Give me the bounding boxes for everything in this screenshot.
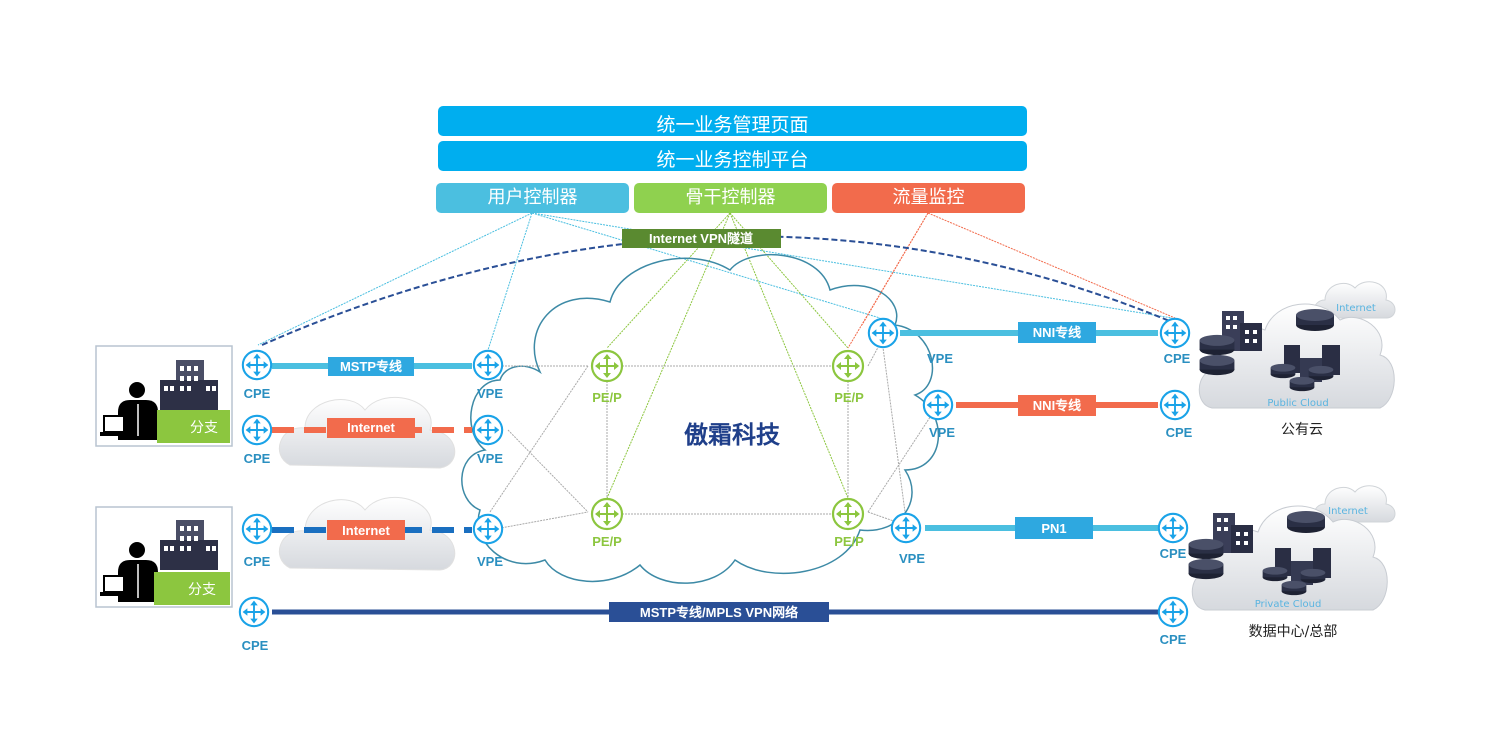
vpe-label: VPE (477, 554, 503, 569)
mstp-link-label: MSTP专线 (340, 359, 402, 374)
cpe-label: CPE (1160, 632, 1187, 647)
backbone-controller-links (606, 212, 849, 499)
internet-link-2[interactable]: Internet (272, 520, 472, 540)
cpe-router-icon[interactable] (241, 349, 273, 381)
internet-link-1-label: Internet (347, 420, 395, 435)
pe-router-icon[interactable] (831, 349, 865, 383)
disk-icon (1270, 363, 1296, 379)
vpe-label: VPE (899, 551, 925, 566)
internet-vpn-tunnel-label: Internet VPN隧道 (649, 231, 753, 246)
vpe-label: VPE (927, 351, 953, 366)
cpe-label: CPE (244, 451, 271, 466)
router-puck-icon (1188, 558, 1224, 580)
cpe-router-icon[interactable] (1157, 512, 1189, 544)
nni-link-2[interactable]: NNI专线 (956, 395, 1158, 416)
internet-link-2-label: Internet (342, 523, 390, 538)
user-controller-box[interactable]: 用户控制器 (436, 183, 629, 213)
office-building-icon (160, 520, 218, 570)
control-platform-bar[interactable]: 统一业务控制平台 (438, 141, 1027, 171)
vpe-router-icon[interactable] (890, 512, 922, 544)
pe-label: PE/P (834, 390, 864, 405)
vpe-router-icon[interactable] (472, 513, 504, 545)
router-puck-icon (1199, 354, 1235, 376)
cpe-router-icon[interactable] (241, 513, 273, 545)
branch-site-2[interactable]: 分支 (95, 506, 233, 608)
pe-router-icon[interactable] (831, 497, 865, 531)
disk-icon (1262, 566, 1288, 582)
pe-router-icon[interactable] (590, 497, 624, 531)
cpe-label: CPE (1164, 351, 1191, 366)
vpe-router-icon[interactable] (472, 414, 504, 446)
pn1-link-label: PN1 (1041, 521, 1066, 536)
private-cloud-label: Private Cloud (1255, 599, 1322, 610)
pe-label: PE/P (592, 534, 622, 549)
traffic-monitor-box[interactable]: 流量监控 (832, 183, 1025, 213)
nni-link-2-label: NNI专线 (1033, 398, 1081, 413)
core-title: 傲霜科技 (684, 421, 781, 449)
disk-icon (1308, 365, 1334, 381)
vpe-router-icon[interactable] (472, 349, 504, 381)
small-internet-cloud (1313, 281, 1396, 319)
mpls-link[interactable]: MSTP专线/MPLS VPN网络 (272, 602, 1158, 622)
nni-link-1-label: NNI专线 (1033, 325, 1081, 340)
cpe-router-icon[interactable] (1159, 389, 1191, 421)
pn1-link[interactable]: PN1 (925, 517, 1158, 539)
cpe-router-icon[interactable] (241, 414, 273, 446)
cpe-label: CPE (1166, 425, 1193, 440)
branch-label: 分支 (188, 582, 216, 598)
vpe-label: VPE (929, 425, 955, 440)
pe-label: PE/P (592, 390, 622, 405)
disk-icon (1289, 376, 1315, 392)
cpe-label: CPE (1160, 546, 1187, 561)
person-laptop-icon (100, 382, 158, 440)
router-puck-icon (1199, 334, 1235, 356)
internet-label: Internet (1328, 506, 1368, 517)
router-puck-icon (1287, 511, 1325, 533)
internet-label: Internet (1336, 303, 1376, 314)
internet-vpn-tunnel-arc (261, 235, 1173, 346)
person-laptop-icon (100, 542, 158, 602)
vpe-label: VPE (477, 451, 503, 466)
vpe-router-icon[interactable] (867, 317, 899, 349)
vpe-router-icon[interactable] (922, 389, 954, 421)
cpe-router-icon[interactable] (1157, 596, 1189, 628)
backbone-controller-box[interactable]: 骨干控制器 (634, 183, 827, 213)
core-mesh-links (489, 339, 939, 531)
disk-icon (1300, 568, 1326, 584)
office-building-icon (160, 360, 218, 410)
vpe-label: VPE (477, 386, 503, 401)
pe-router-icon[interactable] (590, 349, 624, 383)
branch-label: 分支 (190, 420, 218, 436)
management-page-bar[interactable]: 统一业务管理页面 (438, 106, 1027, 136)
public-cloud-site[interactable]: Internet Public Cloud 公有云 (1198, 281, 1396, 438)
public-cloud-caption: 公有云 (1281, 422, 1323, 438)
internet-link-1[interactable]: Internet (272, 418, 472, 438)
cpe-label: CPE (244, 386, 271, 401)
cpe-label: CPE (242, 638, 269, 653)
cpe-router-icon[interactable] (238, 596, 270, 628)
public-cloud-label: Public Cloud (1267, 398, 1328, 409)
core-cloud-outline (461, 253, 940, 584)
internet-vpn-tunnel-tag[interactable]: Internet VPN隧道 (622, 229, 781, 248)
cpe-label: CPE (244, 554, 271, 569)
mpls-link-label: MSTP专线/MPLS VPN网络 (640, 605, 798, 620)
private-cloud-caption: 数据中心/总部 (1249, 624, 1338, 640)
traffic-monitor-links (847, 212, 1176, 349)
small-internet-cloud (1313, 485, 1396, 523)
disk-icon (1281, 580, 1307, 596)
branch-site-1[interactable]: 分支 (95, 345, 233, 447)
mstp-link[interactable]: MSTP专线 (272, 357, 472, 376)
pe-label: PE/P (834, 534, 864, 549)
nni-link-1[interactable]: NNI专线 (900, 322, 1158, 343)
private-cloud-site[interactable]: Internet Private Cloud 数据中心/总部 (1188, 485, 1396, 640)
router-puck-icon (1296, 309, 1334, 331)
router-puck-icon (1188, 538, 1224, 560)
cpe-router-icon[interactable] (1159, 317, 1191, 349)
